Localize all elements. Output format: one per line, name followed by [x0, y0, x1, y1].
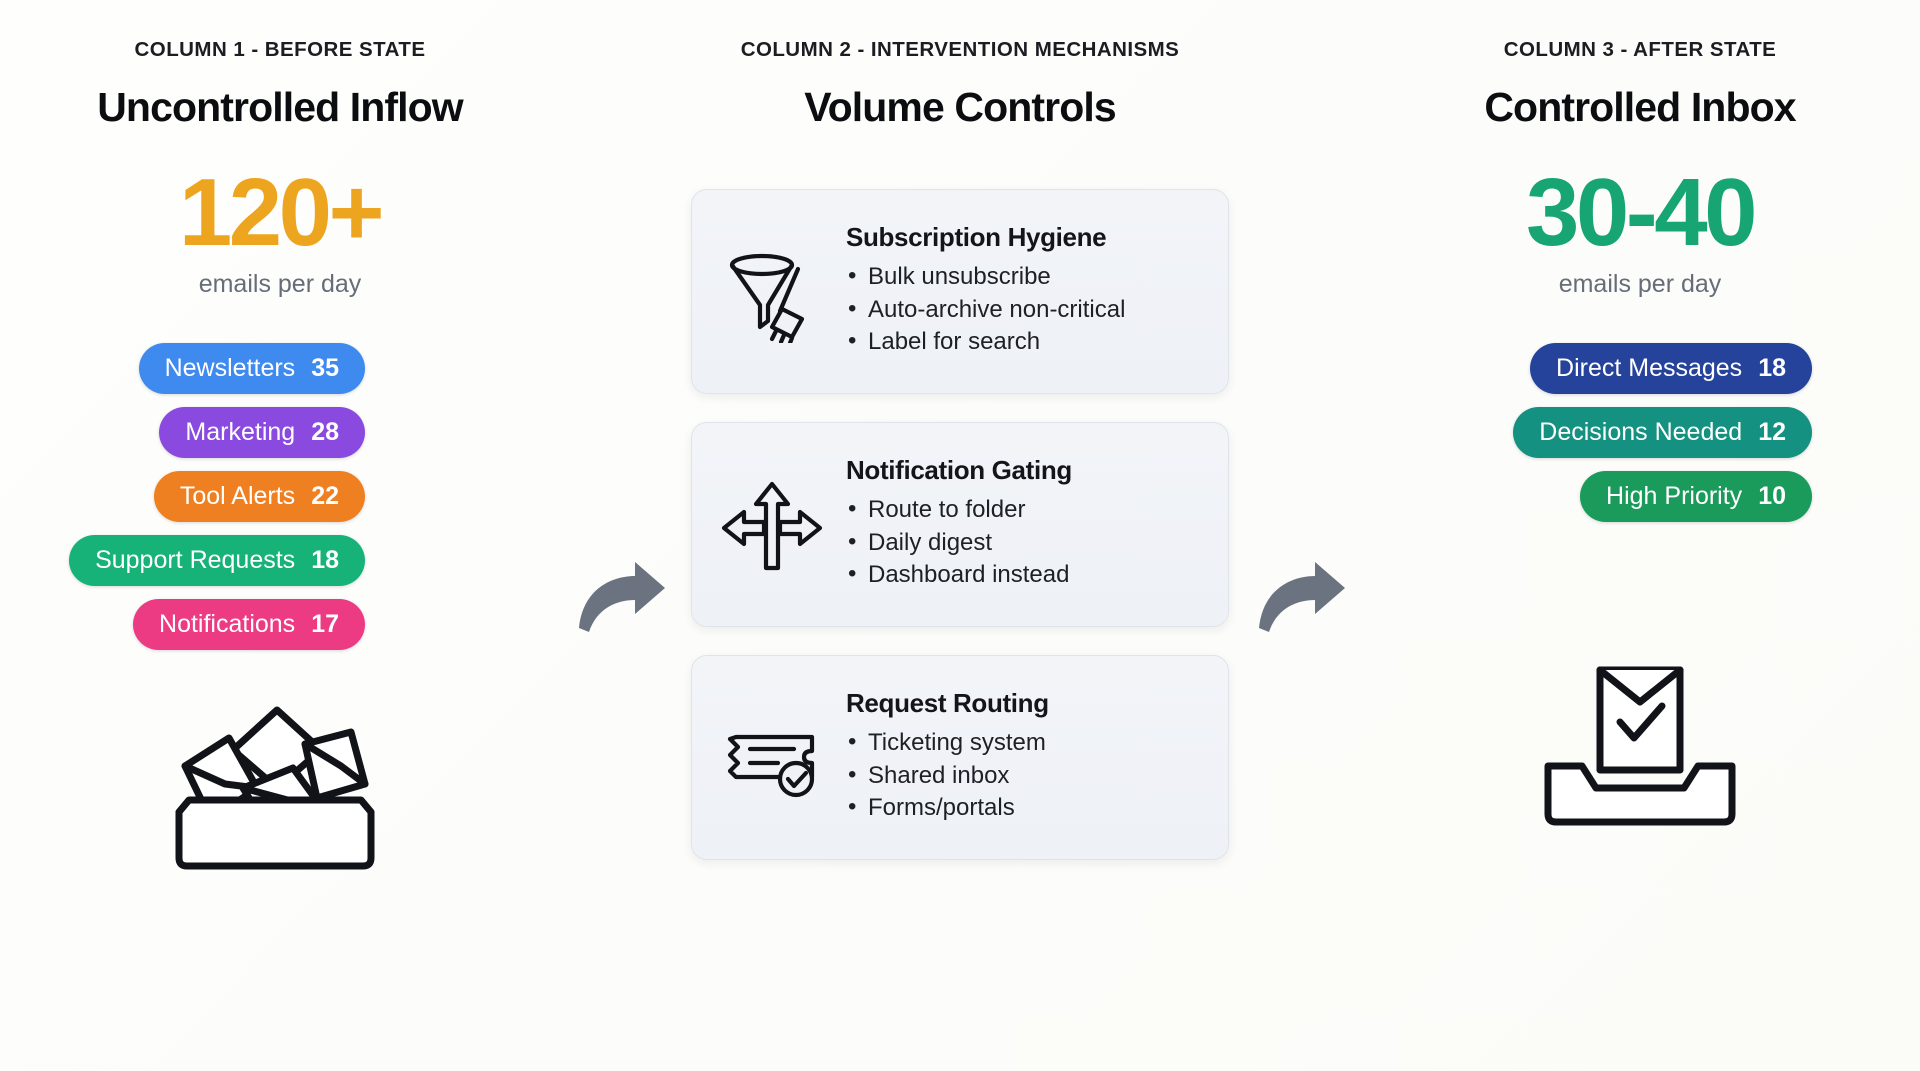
- mechanism-card-list: Subscription Hygiene Bulk unsubscribe Au…: [691, 189, 1229, 860]
- column-1-metric-unit: emails per day: [198, 270, 362, 299]
- card-bullet: Ticketing system: [846, 726, 1204, 759]
- organized-inbox-check-icon: [1544, 666, 1735, 826]
- column-1-metric: 120+: [178, 159, 385, 266]
- pill-count: 28: [311, 418, 339, 447]
- before-breakdown-pill-list: Newsletters 35 Marketing 28 Tool Alerts …: [0, 343, 560, 651]
- curved-arrow-right-icon: [578, 562, 665, 632]
- pill-count: 35: [311, 354, 339, 383]
- card-bullet: Daily digest: [846, 526, 1204, 559]
- column-intervention-mechanisms: COLUMN 2 - INTERVENTION MECHANISMS Volum…: [680, 38, 1240, 860]
- column-after-state: COLUMN 3 - AFTER STATE Controlled Inbox …: [1360, 38, 1920, 833]
- pill-label: Decisions Needed: [1539, 418, 1743, 447]
- ticket-check-icon: [718, 703, 826, 811]
- card-bullet-list: Ticketing system Shared inbox Forms/port…: [846, 726, 1204, 824]
- pill-newsletters[interactable]: Newsletters 35: [138, 343, 365, 395]
- card-bullet: Dashboard instead: [846, 558, 1204, 591]
- card-request-routing[interactable]: Request Routing Ticketing system Shared …: [691, 655, 1229, 860]
- pill-label: Support Requests: [95, 546, 296, 575]
- column-3-metric-unit: emails per day: [1558, 270, 1722, 299]
- column-1-footer-art: [0, 692, 560, 877]
- pill-count: 12: [1758, 418, 1786, 447]
- pill-count: 18: [1758, 354, 1786, 383]
- card-title: Request Routing: [846, 688, 1049, 719]
- column-2-title: Volume Controls: [804, 84, 1116, 130]
- card-bullet: Bulk unsubscribe: [846, 260, 1204, 293]
- column-before-state: COLUMN 1 - BEFORE STATE Uncontrolled Inf…: [0, 38, 560, 877]
- pill-direct-messages[interactable]: Direct Messages 18: [1530, 343, 1812, 395]
- column-2-kicker: COLUMN 2 - INTERVENTION MECHANISMS: [740, 38, 1180, 61]
- column-1-kicker: COLUMN 1 - BEFORE STATE: [134, 38, 426, 61]
- pill-label: Direct Messages: [1556, 354, 1743, 383]
- card-notification-gating[interactable]: Notification Gating Route to folder Dail…: [691, 422, 1229, 627]
- pill-label: Newsletters: [164, 354, 296, 383]
- card-body: Request Routing Ticketing system Shared …: [846, 688, 1204, 824]
- three-way-arrows-icon: [718, 470, 826, 578]
- pill-count: 17: [311, 610, 339, 639]
- card-subscription-hygiene[interactable]: Subscription Hygiene Bulk unsubscribe Au…: [691, 189, 1229, 394]
- arrow-connector-2: [1240, 38, 1360, 1071]
- column-1-title: Uncontrolled Inflow: [97, 84, 463, 130]
- pill-label: Notifications: [159, 610, 296, 639]
- column-3-kicker: COLUMN 3 - AFTER STATE: [1503, 38, 1777, 61]
- arrow-connector-1: [560, 38, 680, 1071]
- pill-label: Marketing: [185, 418, 296, 447]
- pill-count: 22: [311, 482, 339, 511]
- pill-tool-alerts[interactable]: Tool Alerts 22: [153, 471, 365, 523]
- card-body: Notification Gating Route to folder Dail…: [846, 455, 1204, 591]
- card-bullet: Forms/portals: [846, 791, 1204, 824]
- card-bullet-list: Route to folder Daily digest Dashboard i…: [846, 493, 1204, 591]
- card-bullet-list: Bulk unsubscribe Auto-archive non-critic…: [846, 260, 1204, 358]
- after-breakdown-pill-list: Direct Messages 18 Decisions Needed 12 H…: [1360, 343, 1920, 523]
- pill-label: High Priority: [1606, 482, 1743, 511]
- card-title: Notification Gating: [846, 455, 1072, 486]
- card-body: Subscription Hygiene Bulk unsubscribe Au…: [846, 222, 1204, 358]
- column-3-title: Controlled Inbox: [1484, 84, 1796, 130]
- pill-count: 18: [311, 546, 339, 575]
- pill-support-requests[interactable]: Support Requests 18: [69, 535, 365, 587]
- pill-high-priority[interactable]: High Priority 10: [1580, 471, 1812, 523]
- column-3-metric: 30-40: [1525, 159, 1758, 266]
- card-bullet: Label for search: [846, 325, 1204, 358]
- pill-marketing[interactable]: Marketing 28: [159, 407, 365, 459]
- column-3-footer-art: [1360, 648, 1920, 833]
- card-title: Subscription Hygiene: [846, 222, 1107, 253]
- pill-count: 10: [1758, 482, 1786, 511]
- overflowing-mail-tray-icon: [175, 706, 375, 870]
- funnel-broom-icon: [718, 237, 826, 345]
- card-bullet: Auto-archive non-critical: [846, 293, 1204, 326]
- card-bullet: Route to folder: [846, 493, 1204, 526]
- pill-notifications[interactable]: Notifications 17: [133, 599, 365, 651]
- pill-label: Tool Alerts: [179, 482, 296, 511]
- pill-decisions-needed[interactable]: Decisions Needed 12: [1513, 407, 1812, 459]
- curved-arrow-right-icon: [1258, 562, 1345, 632]
- card-bullet: Shared inbox: [846, 759, 1204, 792]
